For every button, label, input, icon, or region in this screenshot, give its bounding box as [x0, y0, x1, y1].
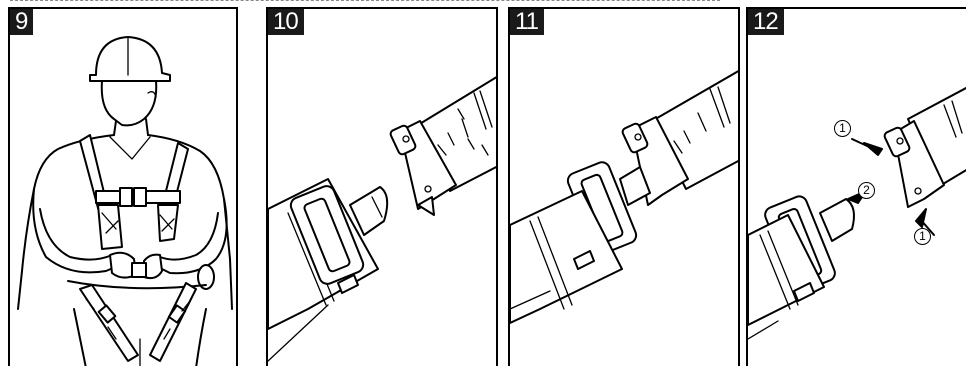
panel-9: 9 [8, 7, 238, 366]
panel-11: 11 [508, 7, 740, 366]
worker-harness-illustration [10, 9, 238, 366]
callout-squeeze-bottom: 1 [914, 228, 931, 245]
callout-squeeze-top: 1 [834, 120, 851, 137]
panel-12: 12 1 2 1 [746, 7, 966, 366]
buckle-release-illustration [748, 9, 966, 366]
buckle-connected-illustration [510, 9, 740, 366]
callout-pull-apart: 2 [858, 182, 875, 199]
panel-10: 10 [266, 7, 498, 366]
top-rule [10, 0, 720, 2]
buckle-separated-illustration [268, 9, 498, 366]
